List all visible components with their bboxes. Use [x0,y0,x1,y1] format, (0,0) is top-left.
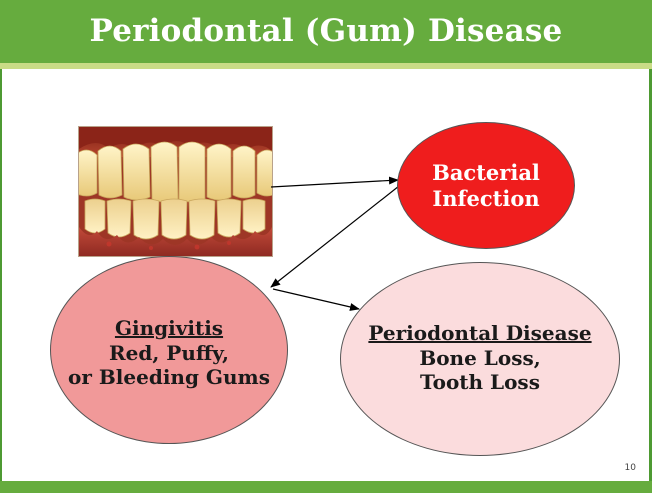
periodontal-line-1: Bone Loss, [368,346,591,370]
periodontal-label: Periodontal Disease Bone Loss, Tooth Los… [368,321,591,394]
infection-line-2: Infection [432,186,540,212]
gingivitis-heading: Gingivitis [68,316,270,340]
infection-oval: Bacterial Infection [397,122,575,249]
gingivitis-line-1: Red, Puffy, [68,341,270,365]
infection-line-1: Bacterial [432,160,540,186]
periodontal-heading: Periodontal Disease [368,321,591,345]
slide-number: 10 [625,463,636,473]
arrow-photo-to-infection [271,180,398,187]
arrow-gingivitis-to-periodontal [273,289,359,309]
periodontal-line-2: Tooth Loss [368,370,591,394]
arrow-infection-to-gingivitis [271,186,399,287]
gingivitis-label: Gingivitis Red, Puffy, or Bleeding Gums [68,316,270,389]
gingivitis-line-2: or Bleeding Gums [68,365,270,389]
periodontal-oval: Periodontal Disease Bone Loss, Tooth Los… [340,262,620,456]
footer-bar [0,481,652,493]
infection-label: Bacterial Infection [432,160,540,211]
gingivitis-oval: Gingivitis Red, Puffy, or Bleeding Gums [50,256,288,444]
